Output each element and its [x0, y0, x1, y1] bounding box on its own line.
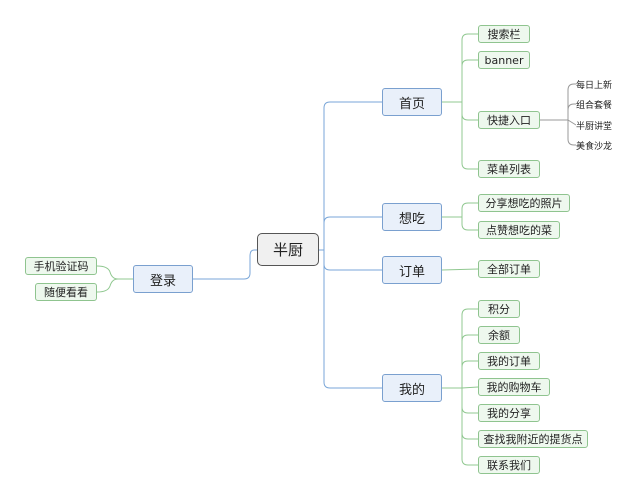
home-trunk-down [461, 102, 469, 170]
shortcut-trunk-down [567, 120, 575, 146]
home-child-search-bar[interactable]: 搜索栏 [478, 25, 530, 43]
orders-label: 订单 [398, 264, 425, 280]
home-branch-2 [461, 113, 478, 121]
home-child-shortcut-entry[interactable]: 快捷入口 [478, 111, 540, 129]
shortcut-food-salon[interactable]: 美食沙龙 [576, 141, 613, 152]
mine-child-contact-us[interactable]: 联系我们 [478, 456, 540, 474]
root-node[interactable]: 半厨 [257, 233, 319, 266]
mine-trunk-up [461, 308, 469, 388]
link-login-browse [96, 278, 119, 293]
link-root-orders [323, 250, 382, 271]
orders-child-all[interactable]: 全部订单 [478, 260, 540, 278]
orders-node[interactable]: 订单 [382, 256, 442, 284]
shortcut-daily-new[interactable]: 每日上新 [576, 80, 613, 91]
mine-branch-1 [461, 334, 478, 342]
home-child-banner[interactable]: banner [478, 51, 530, 69]
want-node[interactable]: 想吃 [382, 203, 442, 231]
login-node[interactable]: 登录 [133, 265, 193, 293]
want-trunk-down [461, 217, 469, 231]
login-child-sms-code[interactable]: 手机验证码 [25, 257, 97, 275]
want-child-share-photo[interactable]: 分享想吃的照片 [478, 194, 570, 212]
home-branch-1 [461, 59, 478, 67]
home-child-menu-list[interactable]: 菜单列表 [478, 160, 540, 178]
mine-trunk-down [461, 388, 469, 466]
login-label: 登录 [149, 273, 176, 289]
mine-node[interactable]: 我的 [382, 374, 442, 402]
shortcut-branch-1 [567, 103, 576, 111]
mine-child-cart[interactable]: 我的购物车 [478, 378, 550, 396]
mine-child-balance[interactable]: 余额 [478, 326, 520, 344]
mine-child-points[interactable]: 积分 [478, 300, 520, 318]
home-label: 首页 [398, 96, 425, 112]
shortcut-trunk-up [567, 83, 575, 120]
home-node[interactable]: 首页 [382, 88, 442, 116]
mine-branch-2 [461, 360, 478, 368]
mine-child-my-orders[interactable]: 我的订单 [478, 352, 540, 370]
login-child-browse[interactable]: 随便看看 [35, 283, 97, 301]
want-trunk-up [461, 202, 469, 217]
mine-child-nearby-pickup[interactable]: 查找我附近的提货点 [478, 430, 588, 448]
want-child-like-dish[interactable]: 点赞想吃的菜 [478, 221, 560, 239]
shortcut-cooking-class[interactable]: 半厨讲堂 [576, 121, 613, 132]
link-root-mine [323, 250, 382, 389]
want-label: 想吃 [398, 211, 425, 227]
link-orders-all [441, 268, 479, 271]
mine-branch-3 [461, 386, 479, 389]
shortcut-branch-2 [567, 119, 577, 126]
home-trunk-up [461, 33, 469, 102]
link-root-want [323, 216, 382, 250]
shortcut-combo-set[interactable]: 组合套餐 [576, 100, 613, 111]
mine-label: 我的 [398, 382, 425, 398]
link-login-sms [96, 265, 119, 280]
root-label: 半厨 [272, 241, 303, 259]
mine-branch-4 [461, 406, 478, 414]
link-root-home [323, 101, 382, 250]
mine-branch-5 [461, 432, 478, 440]
mine-child-my-shares[interactable]: 我的分享 [478, 404, 540, 422]
link-root-login [193, 249, 257, 280]
